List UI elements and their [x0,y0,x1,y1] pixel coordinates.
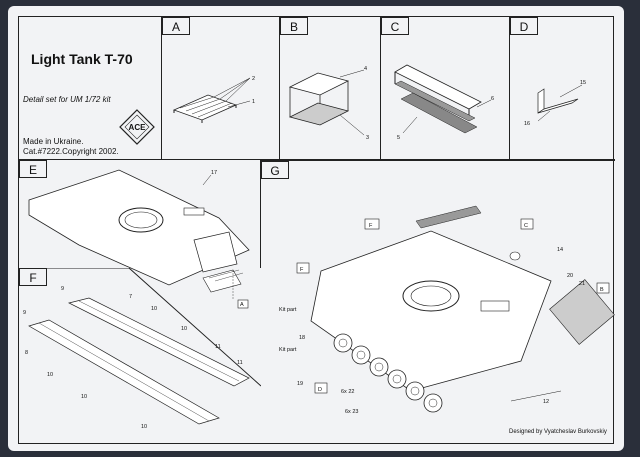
svg-text:ACE: ACE [129,123,147,132]
sheet-frame: Light Tank T-70 Detail set for UM 1/72 k… [18,16,615,445]
callout-g-14: 14 [557,247,563,253]
section-g-label: G [261,161,289,179]
callout-f-8: 8 [25,350,28,356]
callout-g-18: 18 [299,335,305,341]
callout-b-4: 4 [364,66,367,72]
part-f-drawing: 9 9 7 8 10 10 10 10 10 11 11 [19,268,261,430]
section-c: C 6 5 [381,17,510,160]
callout-g-6x22: 6x 22 [341,389,354,395]
section-a: A 2 1 [162,17,280,160]
callout-f-10-d: 10 [81,394,87,400]
section-d-label: D [510,17,538,35]
section-d: D 15 16 [510,17,615,160]
callout-f-7: 7 [129,294,132,300]
callout-c-5: 5 [397,135,400,141]
section-f: F 9 9 7 8 10 10 10 10 10 11 11 [19,268,261,445]
callout-f-11-a: 11 [215,344,221,350]
callout-f-9-left: 9 [23,310,26,316]
callout-g-b: B [600,287,604,293]
callout-g-c: C [524,223,528,229]
callout-f-10-b: 10 [181,326,187,332]
section-e: E 17 A [19,160,261,309]
callout-b-3: 3 [366,135,369,141]
callout-e-17: 17 [211,170,217,176]
section-c-label: C [381,17,409,35]
part-a-drawing: 2 1 [172,76,255,123]
callout-d-16: 16 [524,121,530,127]
callout-g-19: 19 [297,381,303,387]
callout-c-6: 6 [491,96,494,102]
section-g: G F F C B [261,160,615,445]
callout-g-kit-part-a: Kit part [279,307,297,313]
callout-f-10-e: 10 [141,424,147,430]
ace-logo-icon: ACE [119,109,155,145]
part-c-drawing: 6 5 [394,64,494,141]
callout-g-6x23: 6x 23 [345,409,358,415]
part-b-drawing: 4 3 [288,66,369,141]
callout-g-d: D [318,387,322,393]
section-e-label: E [19,160,47,178]
callout-f-10-a: 10 [151,306,157,312]
designer-credit: Designed by Vyatcheslav Burkovskiy [509,429,607,435]
title-block: Light Tank T-70 Detail set for UM 1/72 k… [19,17,162,160]
callout-f-9-top: 9 [61,286,64,292]
callout-g-12: 12 [543,399,549,405]
callout-f-11-b: 11 [237,360,243,366]
section-b: B 4 3 [280,17,381,160]
section-b-label: B [280,17,308,35]
part-g-drawing: F F C B D 14 20 21 12 Kit part Kit part … [279,205,615,415]
callout-f-10-c: 10 [47,372,53,378]
callout-d-15: 15 [580,80,586,86]
part-d-drawing: 15 16 [524,80,586,127]
callout-g-f-top: F [369,223,373,229]
callout-g-20: 20 [567,273,573,279]
callout-a-1: 1 [252,99,255,105]
made-in-text: Made in Ukraine. [23,137,84,146]
callout-g-f-left: F [300,267,304,273]
section-a-label: A [162,17,190,35]
sheet-title: Light Tank T-70 [31,51,133,67]
catalog-text: Cat.#7222.Copyright 2002. [23,147,119,156]
callout-e-ref-a: A [240,302,244,308]
callout-a-2: 2 [252,76,255,82]
part-e-drawing: 17 A [28,169,250,309]
sheet-subtitle: Detail set for UM 1/72 kit [23,95,111,104]
callout-g-21: 21 [579,281,585,287]
callout-g-kit-part-b: Kit part [279,347,297,353]
